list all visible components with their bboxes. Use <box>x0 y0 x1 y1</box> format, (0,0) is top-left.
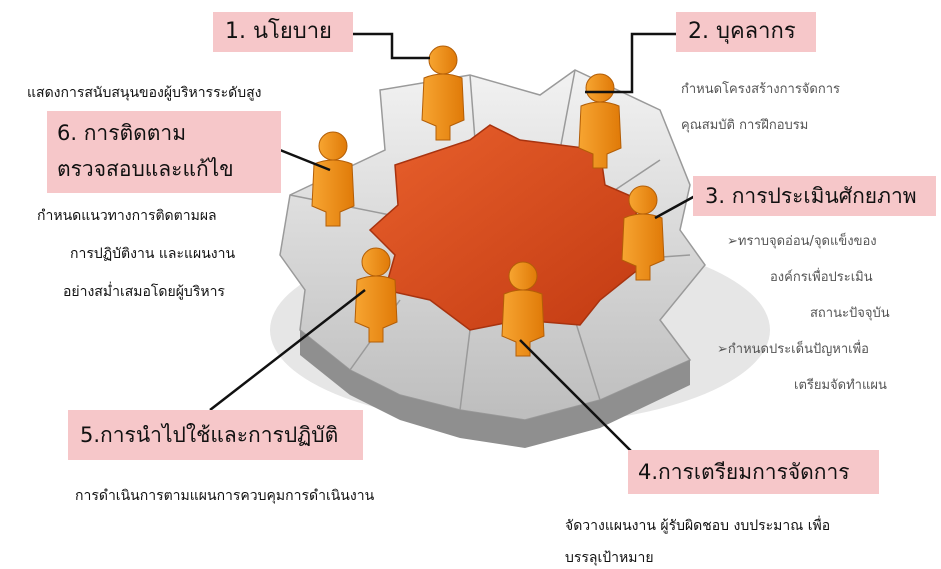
connector-4 <box>519 339 639 459</box>
connector-3 <box>654 194 696 220</box>
step-2-desc-line-2: คุณสมบัติ การฝึกอบรม <box>681 118 809 133</box>
step-4-desc-line-2: บรรลุเป้าหมาย <box>565 550 654 566</box>
step-2-desc-line-1: กำหนดโครงสร้างการจัดการ <box>681 82 841 97</box>
step-1-label: 1. นโยบาย <box>213 12 353 52</box>
step-3-desc-line-4: ➢กำหนดประเด็นปัญหาเพื่อ <box>717 342 869 357</box>
connector-1 <box>352 32 430 60</box>
step-3-desc-line-3: สถานะปัจจุบัน <box>810 306 890 321</box>
step-3-label: 3. การประเมินศักยภาพ <box>693 176 936 216</box>
step-5-desc: การดำเนินการตามแผนการควบคุมการดำเนินงาน <box>75 488 375 504</box>
step-6-label-line-1: 6. การติดตาม <box>57 121 187 145</box>
figure-2 <box>578 73 622 169</box>
figure-3 <box>621 185 665 281</box>
connector-lines <box>209 32 696 459</box>
step-2-label: 2. บุคลากร <box>676 12 816 52</box>
step-3-desc-line-1: ➢ทราบจุดอ่อน/จุดแข็งของ <box>727 234 877 249</box>
step-6-desc-line-1: กำหนดแนวทางการติดตามผล <box>37 208 217 224</box>
center-piece <box>368 124 652 331</box>
figure-6 <box>311 131 355 227</box>
step-6-label-line-2: ตรวจสอบและแก้ไข <box>57 157 234 181</box>
step-5-label: 5.การนำไปใช้และการปฏิบัติ <box>68 410 363 460</box>
figure-5 <box>354 247 398 343</box>
figure-1 <box>421 45 465 141</box>
step-6-label: 6. การติดตาม ตรวจสอบและแก้ไข <box>47 111 281 193</box>
figure-4 <box>501 261 545 357</box>
connector-2 <box>585 32 680 94</box>
step-1-desc: แสดงการสนับสนุนของผู้บริหารระดับสูง <box>27 85 262 101</box>
connector-6 <box>279 148 331 172</box>
step-6-desc-line-2: การปฏิบัติงาน และแผนงาน <box>70 246 236 262</box>
puzzle-side <box>300 330 690 448</box>
step-4-label: 4.การเตรียมการจัดการ <box>628 450 879 494</box>
connector-5 <box>209 289 366 411</box>
step-6-desc-line-3: อย่างสม่ำเสมอโดยผู้บริหาร <box>63 284 225 300</box>
step-4-desc-line-1: จัดวางแผนงาน ผู้รับผิดชอบ งบประมาณ เพื่อ <box>565 518 831 534</box>
step-3-desc-line-2: องค์กรเพื่อประเมิน <box>770 270 873 285</box>
step-3-desc-line-5: เตรียมจัดทำแผน <box>794 378 887 393</box>
